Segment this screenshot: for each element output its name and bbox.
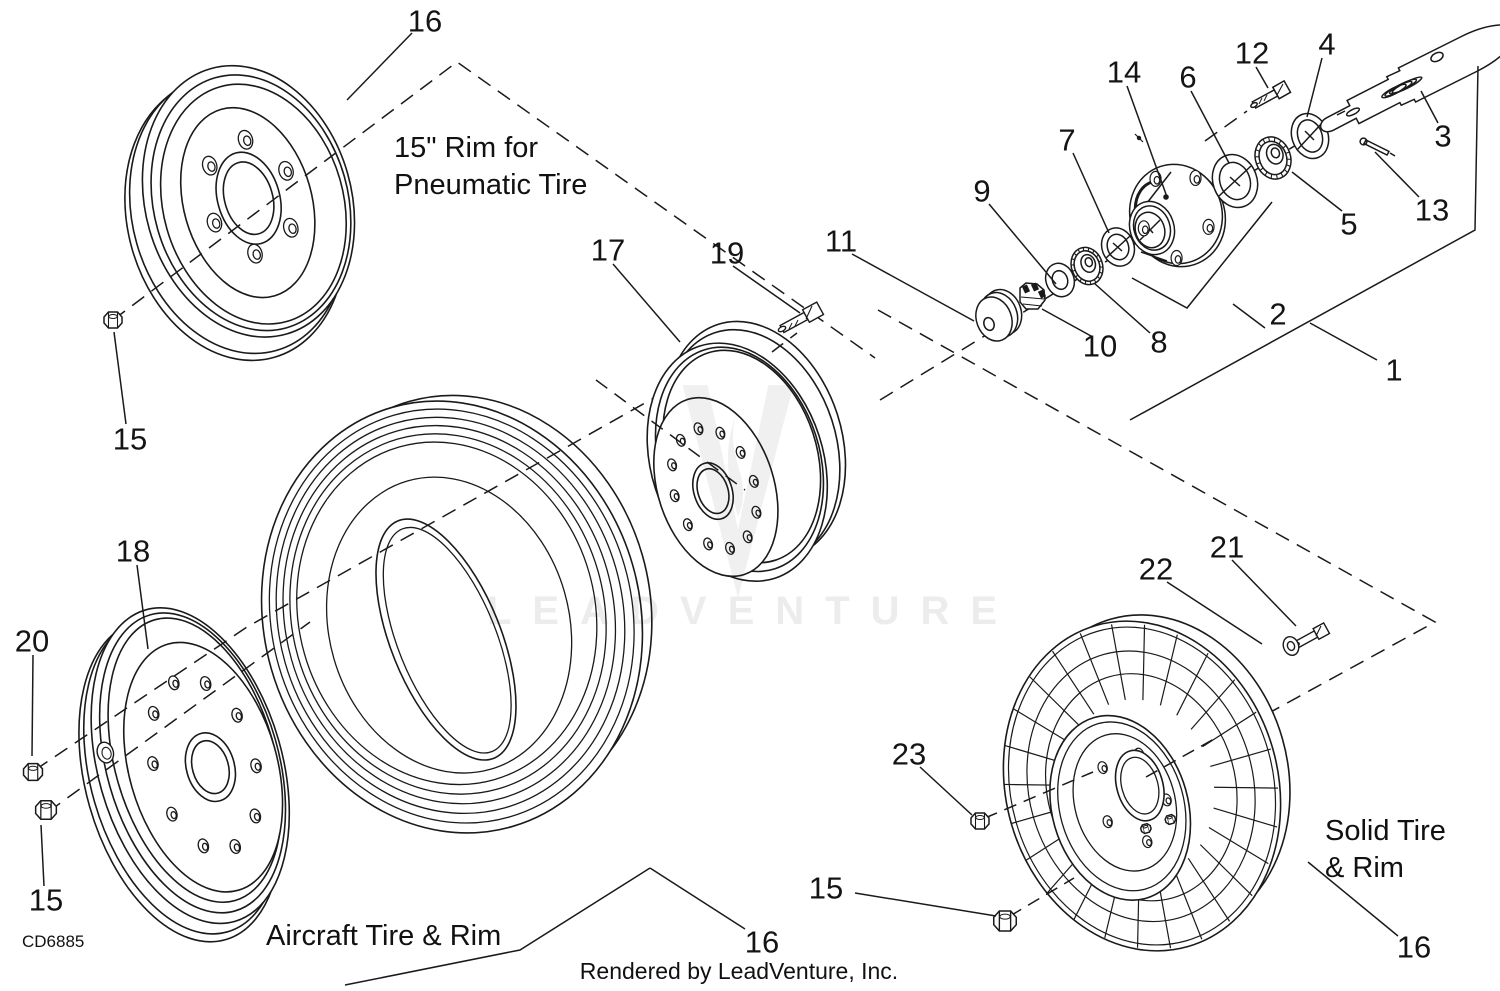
grease-fitting-14	[1134, 133, 1144, 143]
drum-face-dashes	[595, 332, 798, 491]
pneumatic-rim-drawing	[90, 40, 390, 386]
caption-solid-tire: Solid Tire & Rim	[1325, 813, 1446, 887]
callout-2: 2	[1269, 296, 1287, 332]
callout-15: 15	[112, 421, 148, 457]
callout-1: 1	[1385, 352, 1403, 388]
center-axis-dashed-lines	[34, 61, 876, 813]
footer-credit: Rendered by LeadVenture, Inc.	[579, 958, 899, 984]
bearing-5	[1249, 132, 1297, 184]
callout-10: 10	[1082, 328, 1118, 364]
callout-15: 15	[808, 870, 844, 906]
caption-aircraft-tire: Aircraft Tire & Rim	[266, 918, 501, 955]
aircraft-rim-half-drawing	[42, 585, 328, 966]
callout-6: 6	[1179, 59, 1197, 95]
caption-line: Aircraft Tire & Rim	[266, 920, 502, 952]
cotter-pin-13	[1360, 138, 1396, 157]
drum-rim-half-drawing	[613, 298, 879, 605]
callout-9: 9	[973, 173, 991, 209]
callout-15: 15	[28, 882, 64, 918]
callout-5: 5	[1340, 206, 1358, 242]
hub-assembly-drawing	[970, 25, 1500, 346]
bearing-8	[1066, 243, 1108, 289]
callout-11: 11	[824, 223, 858, 259]
callout-7: 7	[1058, 122, 1076, 158]
callout-19: 19	[709, 235, 745, 271]
spindle-3	[1321, 25, 1500, 132]
seal-4	[1285, 108, 1335, 164]
callout-4: 4	[1318, 26, 1336, 62]
caption-pneumatic-rim: 15" Rim for Pneumatic Tire	[394, 130, 587, 204]
callout-12: 12	[1234, 35, 1270, 71]
castle-nut-10	[1020, 283, 1047, 309]
washer-9	[1041, 259, 1079, 301]
hub-2	[1117, 152, 1238, 279]
callout-14: 14	[1106, 54, 1142, 90]
caption-line: & Rim	[1325, 852, 1404, 885]
leader-lines	[31, 32, 1479, 986]
bolt-12	[1250, 79, 1292, 110]
callout-8: 8	[1150, 324, 1168, 360]
aircraft-tire-drawing	[211, 351, 704, 878]
seal-7	[1096, 223, 1139, 271]
callout-13: 13	[1414, 192, 1450, 228]
callout-22: 22	[1138, 551, 1174, 587]
callout-16: 16	[744, 924, 780, 960]
caption-line: Solid Tire	[1325, 815, 1446, 847]
callout-23: 23	[891, 736, 927, 772]
solid-rim-dashes	[984, 738, 1215, 917]
callout-3: 3	[1434, 118, 1452, 154]
callout-18: 18	[115, 533, 151, 569]
dust-cap-11	[970, 284, 1028, 346]
solid-tire-drawing	[965, 583, 1331, 984]
callout-17: 17	[590, 232, 626, 268]
callout-20: 20	[14, 623, 50, 659]
callout-21: 21	[1209, 529, 1245, 565]
callout-16: 16	[1396, 929, 1432, 965]
wheel-bolt-19	[777, 301, 825, 334]
drawing-code: CD6885	[22, 932, 85, 951]
callout-16: 16	[407, 3, 443, 39]
caption-line: Pneumatic Tire	[394, 169, 588, 202]
washer-22	[1281, 635, 1302, 658]
caption-line: 15" Rim for	[394, 132, 539, 164]
